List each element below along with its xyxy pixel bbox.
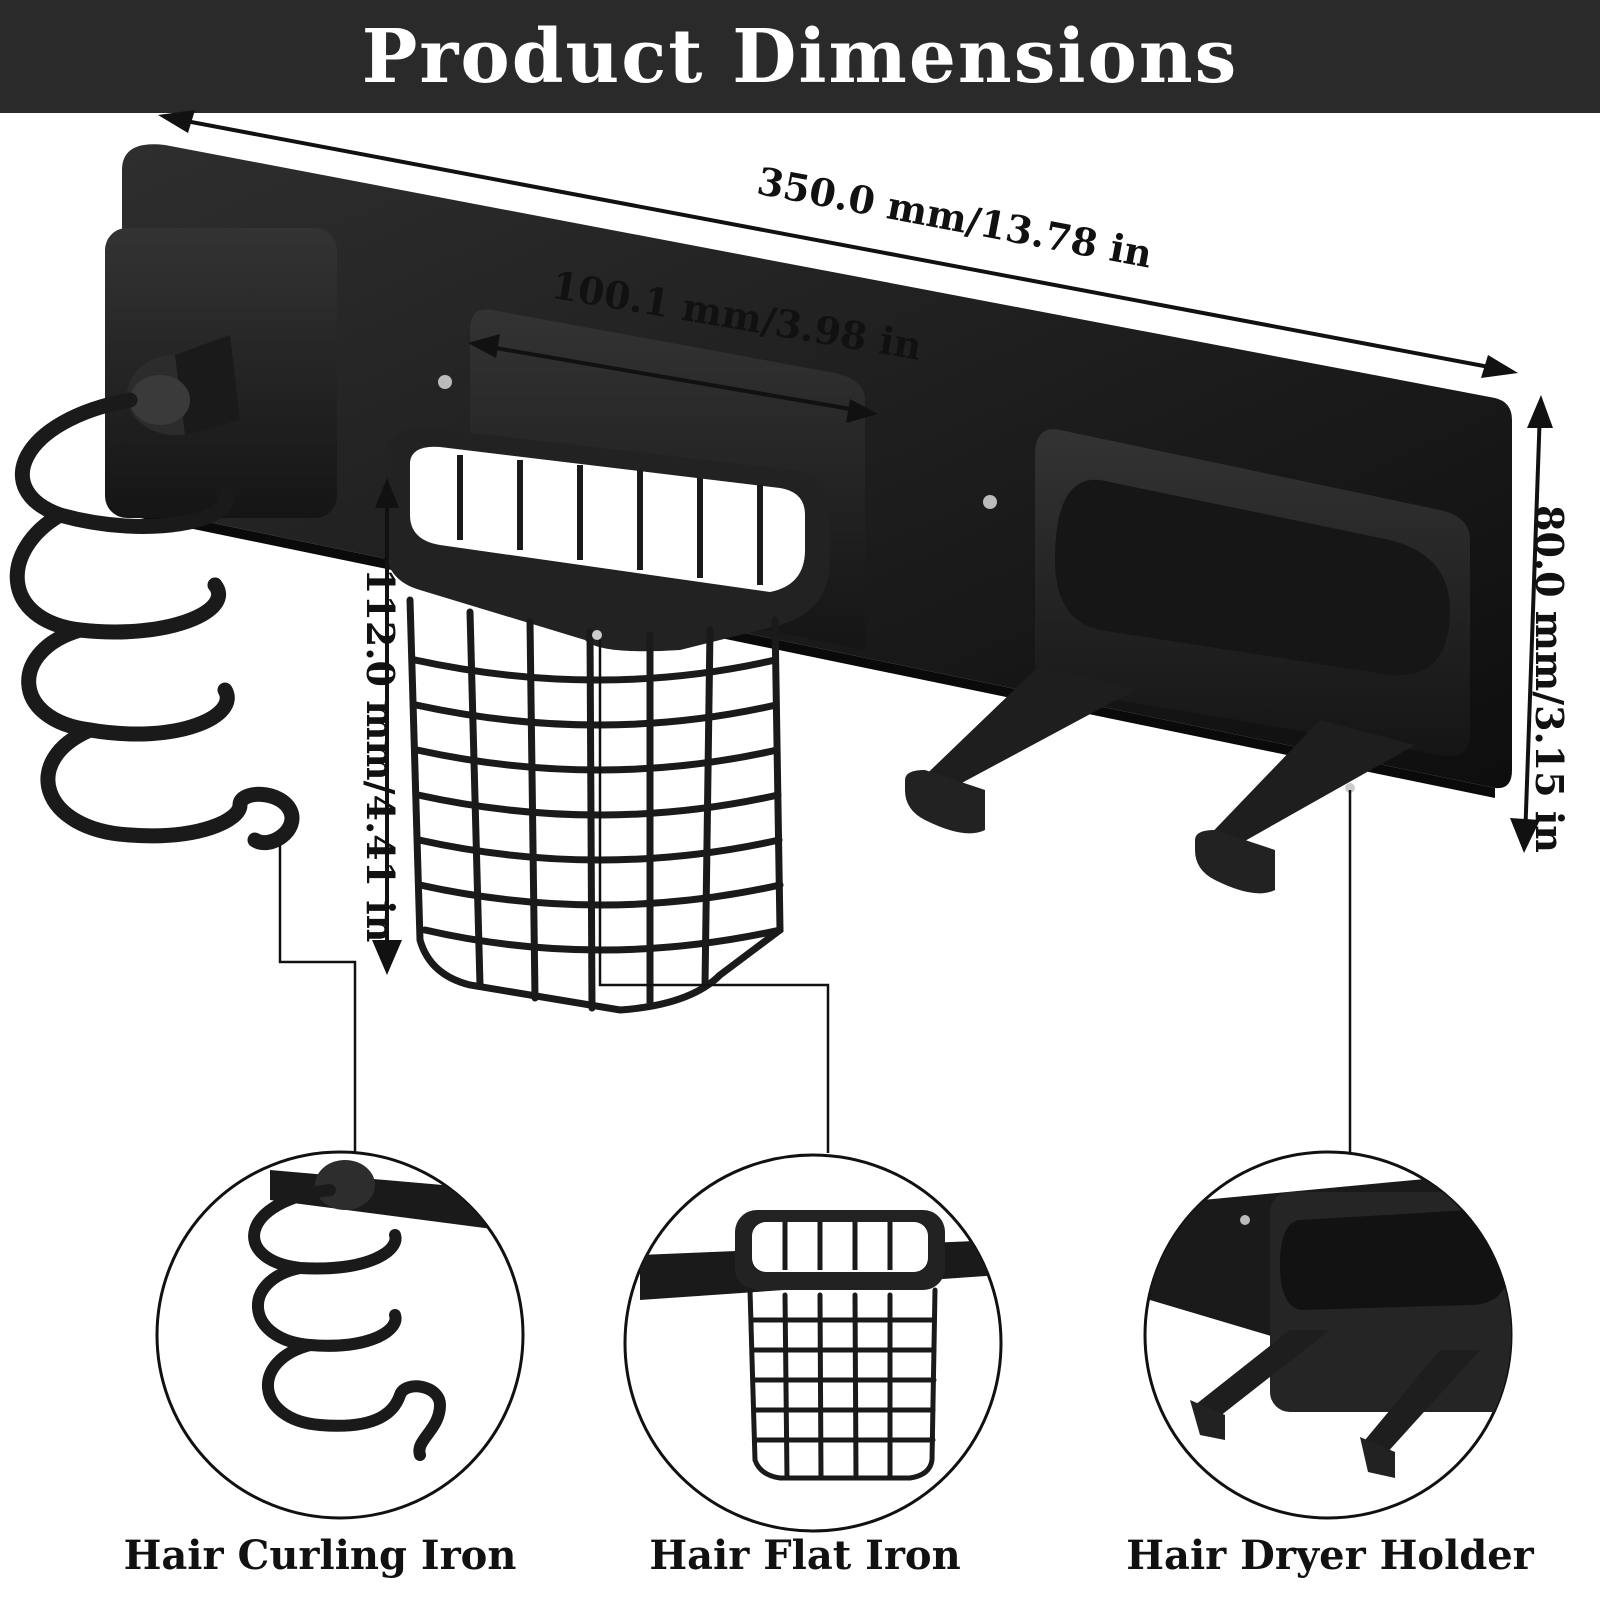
curling-iron-mount [105, 228, 337, 518]
hair-dryer-mount [905, 429, 1470, 894]
callout-point [1345, 783, 1355, 793]
title-banner: Product Dimensions [0, 0, 1600, 113]
screw-hole [983, 495, 997, 509]
caption-hair-curling-iron: Hair Curling Iron [123, 1532, 517, 1579]
screw-hole [438, 375, 452, 389]
dimension-arrows [158, 110, 1553, 975]
curling-iron-spiral [9, 392, 300, 851]
detail-circle-flat [623, 1153, 1003, 1533]
dimension-height-label: 112.0 mm/4.41 in [358, 568, 403, 943]
page-title: Product Dimensions [361, 13, 1239, 100]
caption-hair-dryer-holder: Hair Dryer Holder [1126, 1532, 1534, 1579]
caption-hair-flat-iron: Hair Flat Iron [649, 1532, 961, 1579]
dimension-depth-label: 80.0 mm/3.15 in [1527, 505, 1572, 853]
callout-point [592, 630, 602, 640]
detail-circle-dryer [1143, 1150, 1513, 1520]
detail-circle-curling [155, 1150, 525, 1520]
callout-lines [278, 640, 1352, 1153]
